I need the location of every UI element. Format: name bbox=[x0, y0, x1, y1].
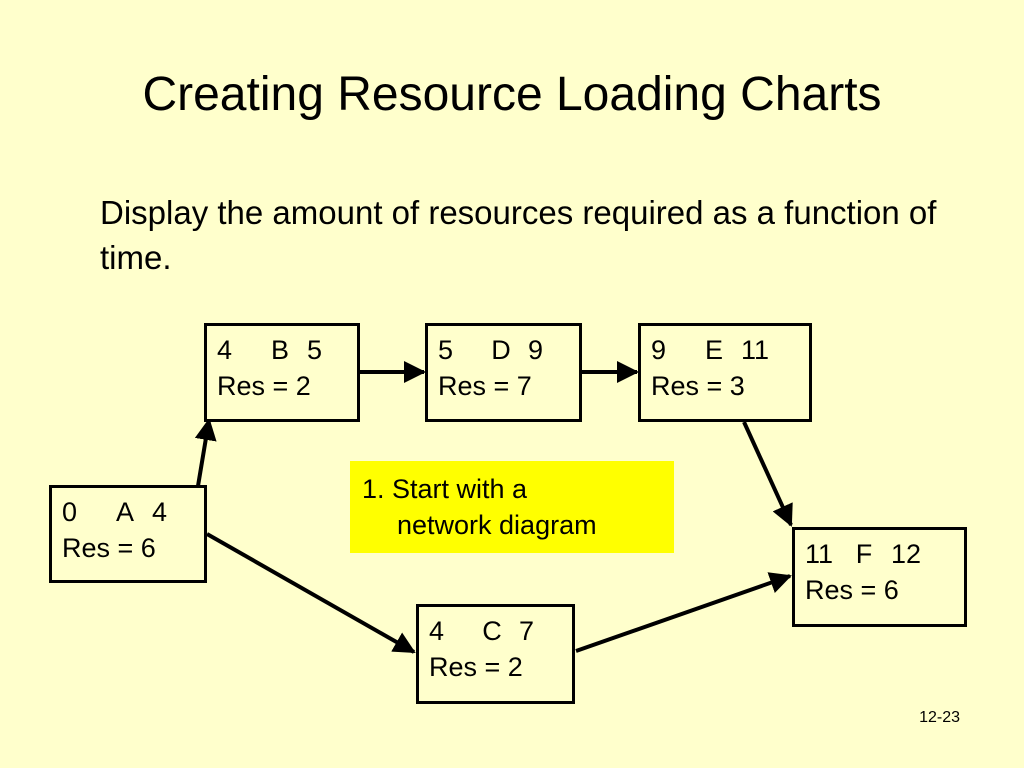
edge-e-f bbox=[742, 421, 793, 527]
node-d-activity: D bbox=[491, 335, 511, 365]
node-f-resource: Res = 6 bbox=[805, 575, 899, 605]
node-a: 0 A 4 Res = 6 bbox=[49, 485, 207, 583]
node-c-resource: Res = 2 bbox=[429, 652, 523, 682]
node-d-early-start: 5 bbox=[438, 335, 454, 365]
node-d: 5 D 9 Res = 7 bbox=[425, 323, 582, 422]
node-a-early-start: 0 bbox=[62, 497, 78, 527]
node-b-resource: Res = 2 bbox=[217, 371, 311, 401]
node-b-early-start: 4 bbox=[217, 335, 233, 365]
node-b: 4 B 5 Res = 2 bbox=[204, 323, 360, 422]
edge-c-f bbox=[575, 572, 792, 653]
node-a-early-finish: 4 bbox=[152, 497, 168, 527]
node-e-early-finish: 11 bbox=[741, 335, 770, 365]
node-c-early-finish: 7 bbox=[519, 616, 535, 646]
node-f-activity: F bbox=[855, 539, 873, 569]
node-e-resource: Res = 3 bbox=[651, 371, 745, 401]
node-c-early-start: 4 bbox=[429, 616, 445, 646]
node-a-activity: A bbox=[115, 497, 134, 527]
node-e-early-start: 9 bbox=[651, 335, 667, 365]
slide-subtitle: Display the amount of resources required… bbox=[100, 194, 937, 276]
node-f-early-start: 11 bbox=[805, 539, 834, 569]
node-e: 9 E 11 Res = 3 bbox=[638, 323, 812, 422]
edge-a-c bbox=[206, 532, 416, 654]
node-e-activity: E bbox=[704, 335, 723, 365]
node-d-resource: Res = 7 bbox=[438, 371, 532, 401]
node-f-early-finish: 12 bbox=[891, 539, 922, 569]
node-f: 11 F 12 Res = 6 bbox=[792, 527, 967, 627]
node-d-early-finish: 9 bbox=[528, 335, 544, 365]
callout-line-1: 1. Start with a bbox=[362, 474, 528, 504]
slide-title: Creating Resource Loading Charts bbox=[142, 68, 882, 121]
node-b-early-finish: 5 bbox=[307, 335, 323, 365]
callout-line-2: network diagram bbox=[397, 510, 597, 540]
node-b-activity: B bbox=[270, 335, 289, 365]
node-c: 4 C 7 Res = 2 bbox=[416, 604, 575, 704]
node-c-activity: C bbox=[482, 616, 502, 646]
callout-note: 1. Start with a network diagram bbox=[350, 461, 674, 553]
page-number: 12-23 bbox=[919, 709, 960, 726]
node-a-resource: Res = 6 bbox=[62, 533, 156, 563]
edge-a-b bbox=[194, 418, 217, 487]
